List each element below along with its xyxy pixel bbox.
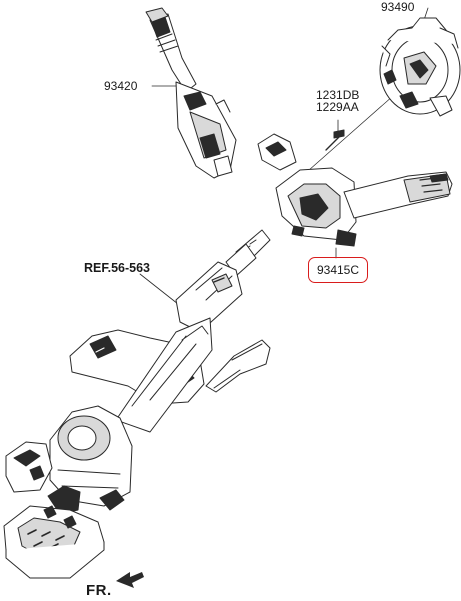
part-number-93420[interactable]: 93420 — [104, 79, 138, 93]
multifunction-switch-assembly — [257, 133, 453, 247]
steering-shaft — [175, 229, 271, 333]
leader-lines — [139, 7, 429, 305]
motor-assembly — [3, 405, 133, 579]
bolt — [325, 129, 345, 151]
multifunction-switch-left — [145, 7, 237, 179]
part-number-93415c: 93415C — [316, 263, 360, 277]
part-number-93490[interactable]: 93490 — [381, 0, 415, 14]
highlighted-callout-93415c[interactable]: 93415C — [308, 257, 368, 283]
steering-column-body — [69, 317, 271, 433]
bolt-number-1231db[interactable]: 1231DB — [316, 88, 360, 102]
front-arrow — [116, 572, 144, 588]
bolt-number-1229aa[interactable]: 1229AA — [316, 100, 359, 114]
front-label: FR. — [86, 582, 112, 599]
reference-label[interactable]: REF.56-563 — [84, 261, 151, 275]
clock-spring — [379, 17, 461, 117]
